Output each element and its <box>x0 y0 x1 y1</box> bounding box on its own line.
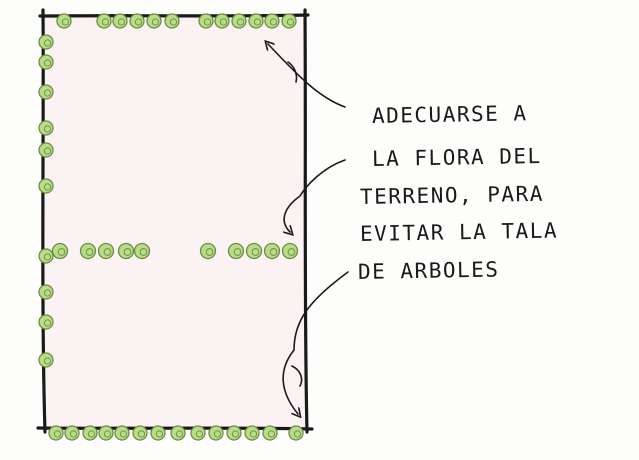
arrow-to-bottom-trees-tick <box>291 365 303 387</box>
tree-icon-detail <box>43 89 52 97</box>
tree-icon-detail <box>286 18 295 26</box>
tree-icon-detail <box>123 248 132 256</box>
tree-icon-detail <box>233 248 242 256</box>
arrow-to-top-trees-tail <box>287 61 298 83</box>
tree-icon-detail <box>175 430 184 438</box>
arrow-to-middle-trees <box>284 159 346 232</box>
tree-icon-detail <box>137 430 146 438</box>
annotation-line-3: TERRENO, PARA <box>359 181 545 209</box>
tree-icon-detail <box>249 430 258 438</box>
arrow-to-top-trees <box>268 44 346 108</box>
tree-icon-detail <box>119 430 128 438</box>
tree-icon-detail <box>43 183 52 191</box>
tree-row-middle <box>51 242 299 260</box>
tree-icon-detail <box>43 59 52 67</box>
pointer-arrows <box>268 44 349 414</box>
tree-icon-detail <box>151 18 160 26</box>
tree-icon-detail <box>231 430 240 438</box>
tree-icon <box>97 242 115 260</box>
tree-icon-detail <box>53 430 62 438</box>
tree-icon-detail <box>43 147 52 155</box>
tree-icon-detail <box>287 248 296 256</box>
tree-icon <box>227 242 245 260</box>
tree-icon <box>79 242 97 260</box>
tree-icon <box>245 242 263 260</box>
tree-icon-detail <box>213 430 222 438</box>
tree-icon-detail <box>103 430 112 438</box>
tree-icon-detail <box>69 430 78 438</box>
tree-icon-detail <box>43 289 52 297</box>
tree-icon <box>281 242 299 260</box>
tree-icon-detail <box>293 430 302 438</box>
tree-icon-detail <box>155 430 164 438</box>
tree-icon-detail <box>269 248 278 256</box>
tree-icon-detail <box>195 430 204 438</box>
tree-icon-detail <box>251 248 260 256</box>
tree-row-top <box>56 13 297 29</box>
annotation-line-4: EVITAR LA TALA <box>359 218 559 246</box>
tree-icon-detail <box>219 18 228 26</box>
tree-icon-detail <box>117 18 126 26</box>
arrow-to-bottom-trees <box>282 271 349 414</box>
tree-icon-detail <box>103 248 112 256</box>
tree-icon-detail <box>43 319 52 327</box>
tree-column-left <box>38 34 54 368</box>
tree-icon-detail <box>169 18 178 26</box>
tree-icon <box>199 242 217 260</box>
tree-icon-detail <box>61 18 70 26</box>
tree-icon <box>51 242 69 260</box>
tree-icon-detail <box>43 125 52 133</box>
tree-row-bottom <box>48 425 304 441</box>
tree-icon <box>117 242 135 260</box>
tree-icon <box>263 242 281 260</box>
tree-icon-detail <box>253 18 262 26</box>
tree-icon-detail <box>43 253 52 261</box>
tree-icon-detail <box>43 357 52 365</box>
annotation-line-5: DE ARBOLES <box>357 257 500 284</box>
tree-icon-detail <box>205 248 214 256</box>
tree-icon-detail <box>87 430 96 438</box>
tree-icon-detail <box>43 39 52 47</box>
tree-icon-detail <box>269 18 278 26</box>
tree-icon <box>133 242 151 260</box>
plot-area <box>44 16 306 428</box>
tree-icon-detail <box>101 18 110 26</box>
tree-icon-detail <box>236 18 245 26</box>
tree-icon-detail <box>85 248 94 256</box>
tree-icon-detail <box>203 18 212 26</box>
tree-icon-detail <box>267 430 276 438</box>
tree-icon-detail <box>57 248 66 256</box>
tree-icon-detail <box>134 18 143 26</box>
annotation-line-1: ADECUARSE A <box>371 101 528 128</box>
annotation-line-2: LA FLORA DEL <box>371 144 542 171</box>
tree-icon-detail <box>139 248 148 256</box>
